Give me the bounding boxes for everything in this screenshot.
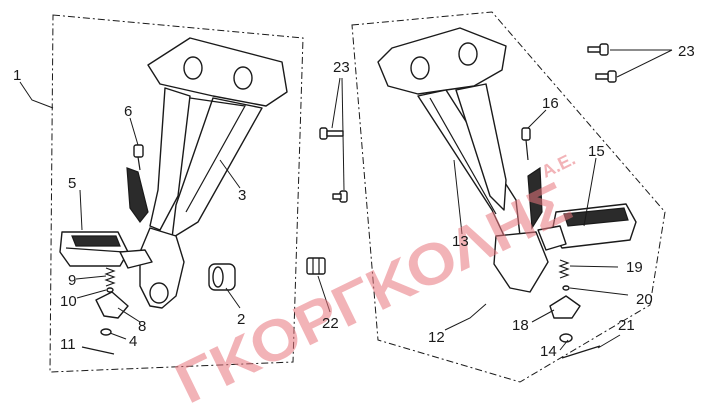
right-pin — [561, 345, 601, 359]
callout-23-center: 23 — [333, 59, 350, 76]
right-bolt-lower — [595, 70, 617, 83]
left-washer-4 — [100, 328, 112, 336]
callout-16: 16 — [542, 95, 559, 112]
right-plate — [549, 295, 581, 319]
right-washer-20 — [562, 285, 570, 291]
callout-6: 6 — [124, 103, 132, 120]
right-assembly-frame — [351, 11, 666, 383]
callout-9: 9 — [68, 272, 76, 289]
watermark-text: ΓΚΟΡΓΚΟΛΗΣ — [166, 169, 581, 414]
callout-13: 13 — [452, 233, 469, 250]
right-washer-14 — [559, 333, 573, 343]
callout-15: 15 — [588, 143, 605, 160]
left-washer-10 — [106, 287, 114, 293]
callout-2: 2 — [237, 311, 245, 328]
callout-1: 1 — [13, 67, 21, 84]
callout-18: 18 — [512, 317, 529, 334]
watermark-suffix: Α.Ε. — [538, 149, 578, 182]
center-bolt-lower — [332, 190, 348, 203]
leader-lines — [19, 49, 673, 351]
callout-23-right: 23 — [678, 43, 695, 60]
callout-20: 20 — [636, 291, 653, 308]
callout-10: 10 — [60, 293, 77, 310]
left-spring — [104, 267, 116, 287]
left-plate — [95, 291, 129, 319]
left-footrest-bracket — [126, 37, 288, 309]
left-pin — [81, 346, 115, 355]
callout-21: 21 — [618, 317, 635, 334]
right-bolt-16 — [521, 127, 531, 161]
callout-labels: 1 2 3 4 5 6 8 9 10 11 12 13 14 15 16 18 … — [13, 43, 695, 360]
callout-11: 11 — [60, 336, 76, 353]
callout-12: 12 — [428, 329, 445, 346]
right-footrest-bracket — [377, 27, 549, 293]
right-bolt-upper — [587, 43, 609, 56]
left-bushing — [208, 263, 236, 291]
left-footpeg — [59, 231, 153, 269]
callout-14: 14 — [540, 343, 557, 360]
callout-22: 22 — [322, 315, 339, 332]
right-spring — [558, 259, 570, 279]
center-bolt-upper — [319, 127, 344, 140]
left-bolt-6 — [133, 144, 144, 171]
right-footpeg — [537, 203, 637, 251]
callout-3: 3 — [238, 187, 246, 204]
callout-5: 5 — [68, 175, 76, 192]
left-assembly-frame — [49, 14, 304, 373]
callout-8: 8 — [138, 318, 146, 335]
callout-4: 4 — [129, 333, 137, 350]
center-nut — [306, 257, 326, 275]
callout-19: 19 — [626, 259, 643, 276]
